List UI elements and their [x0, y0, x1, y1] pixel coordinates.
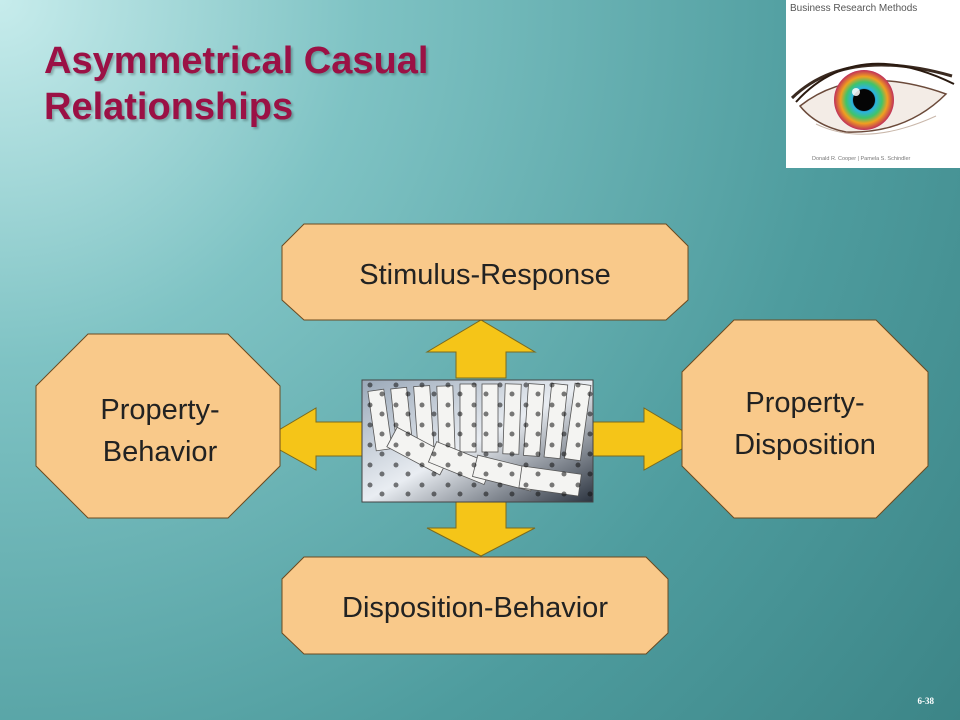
arrow-down [426, 499, 536, 557]
book-cover-authors: Donald R. Cooper | Pamela S. Schindler [812, 156, 911, 162]
node-property-behavior-label-line1: Property- [100, 394, 219, 426]
arrow-up [425, 319, 537, 379]
book-cover-image: Business Research Methods Donald R. Coo [786, 0, 960, 168]
node-disposition-behavior: Disposition-Behavior [281, 556, 669, 655]
node-disposition-behavior-label: Disposition-Behavior [342, 592, 608, 624]
slide-title: Asymmetrical Casual Relationships [44, 38, 684, 130]
slide-number: 6-38 [917, 696, 935, 706]
node-stimulus-response-label: Stimulus-Response [359, 259, 610, 291]
arrow-right [591, 407, 700, 471]
arrow-left [260, 407, 365, 471]
title-line-2: Relationships [44, 86, 294, 128]
node-property-disposition-label-line1: Property- [745, 387, 864, 419]
node-stimulus-response: Stimulus-Response [281, 223, 689, 321]
node-property-behavior: Property- Behavior [35, 333, 281, 519]
node-property-disposition-label-line2: Disposition [734, 429, 876, 461]
book-cover-title: Business Research Methods [790, 3, 918, 14]
eye-icon [790, 62, 955, 135]
node-property-disposition: Property- Disposition [681, 319, 929, 519]
title-line-1: Asymmetrical Casual [44, 40, 429, 82]
dominoes-image [361, 379, 594, 503]
node-property-behavior-label-line2: Behavior [103, 436, 218, 468]
